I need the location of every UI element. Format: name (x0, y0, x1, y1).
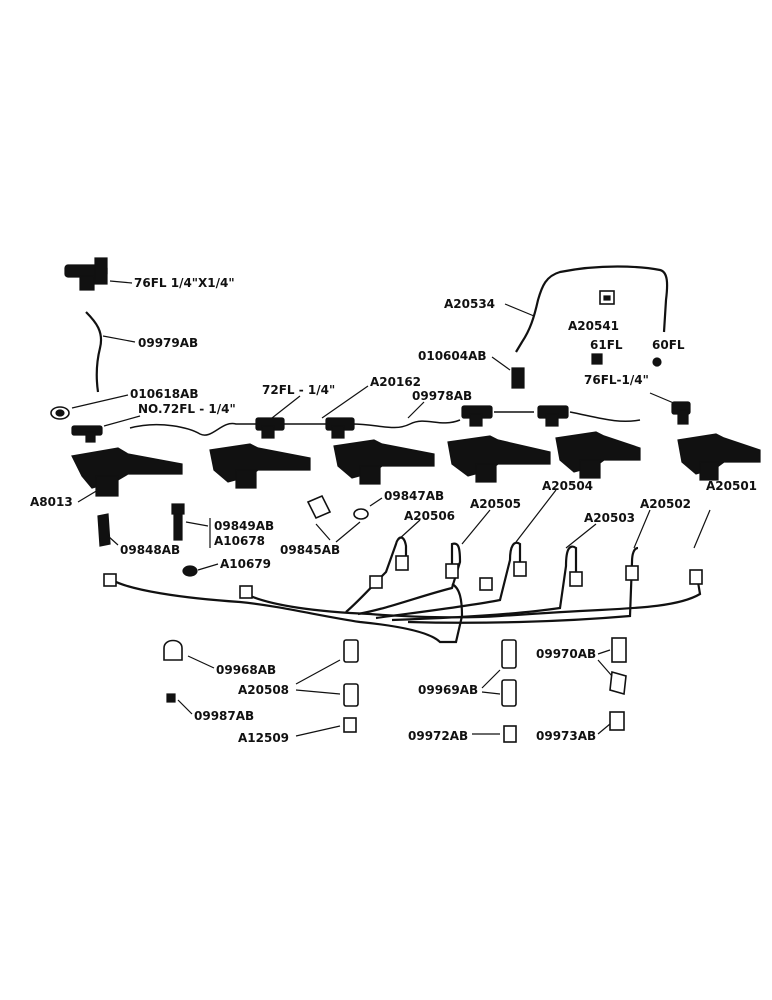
label-a20508: A20508 (238, 683, 289, 697)
label-a20541: A20541 (568, 319, 619, 333)
stud-09848ab (97, 513, 111, 547)
label-72fl: 72FL - 1/4" (262, 383, 335, 397)
injector-a8013 (71, 447, 183, 497)
sleeve-09973ab (609, 711, 625, 731)
fitting-no72fl (71, 425, 103, 443)
label-09849ab: 09849AB (214, 519, 274, 533)
fitting-09849ab (171, 503, 185, 541)
label-010618ab: 010618AB (130, 387, 199, 401)
label-a20503: A20503 (584, 511, 635, 525)
label-09970ab: 09970AB (536, 647, 596, 661)
label-09969ab: 09969AB (418, 683, 478, 697)
tee-fitting-76fl-top (64, 257, 108, 291)
injector-lines-bundle (111, 536, 702, 644)
overhead-line-a20534 (515, 265, 669, 353)
bent-tube-09979ab (85, 311, 103, 393)
label-09968ab: 09968AB (216, 663, 276, 677)
washer-09987ab (166, 693, 176, 703)
nut-61fl (591, 353, 603, 365)
ball-60fl (652, 357, 662, 367)
label-a10679: A10679 (220, 557, 271, 571)
nut-line-left (103, 573, 117, 587)
sleeve-09969ab-upper (501, 639, 517, 669)
injector-6 (677, 433, 761, 481)
label-a10678: A10678 (214, 534, 265, 548)
injector-2 (209, 443, 311, 489)
label-61fl: 61FL (590, 338, 623, 352)
label-no72fl: NO.72FL - 1/4" (138, 402, 236, 416)
label-09973ab: 09973AB (536, 729, 596, 743)
label-010604ab: 010604AB (418, 349, 487, 363)
label-09972ab: 09972AB (408, 729, 468, 743)
label-09978ab: 09978AB (412, 389, 472, 403)
label-09987ab: 09987AB (194, 709, 254, 723)
tee-fitting-right (537, 405, 569, 427)
upper-manifold-pipe (129, 411, 641, 436)
nut-09968ab (163, 639, 183, 661)
label-09979ab: 09979AB (138, 336, 198, 350)
label-76fl-right: 76FL-1/4" (584, 373, 649, 387)
label-a20501: A20501 (706, 479, 757, 493)
fitting-76fl-right (671, 401, 691, 425)
washer-a10679 (182, 565, 198, 577)
sleeve-09969ab-lower (501, 679, 517, 707)
label-a20504: A20504 (542, 479, 593, 493)
injector-5 (555, 431, 641, 479)
label-a20505: A20505 (470, 497, 521, 511)
fitting-010604ab (511, 367, 525, 389)
tee-fitting-a20162 (325, 417, 355, 439)
label-a20506: A20506 (404, 509, 455, 523)
sleeve-a12509 (343, 717, 357, 733)
label-76fl-top: 76FL 1/4"X1/4" (134, 276, 235, 290)
clip-09970ab-lower (609, 670, 627, 696)
sleeve-09972ab (503, 725, 517, 743)
sleeve-a20508-lower (343, 683, 359, 707)
label-a20534: A20534 (444, 297, 495, 311)
tee-fitting-72fl (255, 417, 285, 439)
label-a20162: A20162 (370, 375, 421, 389)
sleeve-09970ab-upper (611, 637, 627, 663)
injector-4 (447, 435, 551, 483)
label-a12509: A12509 (238, 731, 289, 745)
label-09845ab: 09845AB (280, 543, 340, 557)
sleeve-09845ab (306, 494, 332, 520)
label-60fl: 60FL (652, 338, 685, 352)
label-09847ab: 09847AB (384, 489, 444, 503)
label-a8013: A8013 (30, 495, 73, 509)
injector-3 (333, 439, 435, 485)
label-a20502: A20502 (640, 497, 691, 511)
label-09848ab: 09848AB (120, 543, 180, 557)
ring-09847ab (353, 508, 369, 520)
tee-fitting-middle (461, 405, 493, 427)
sleeve-a20508-upper (343, 639, 359, 663)
